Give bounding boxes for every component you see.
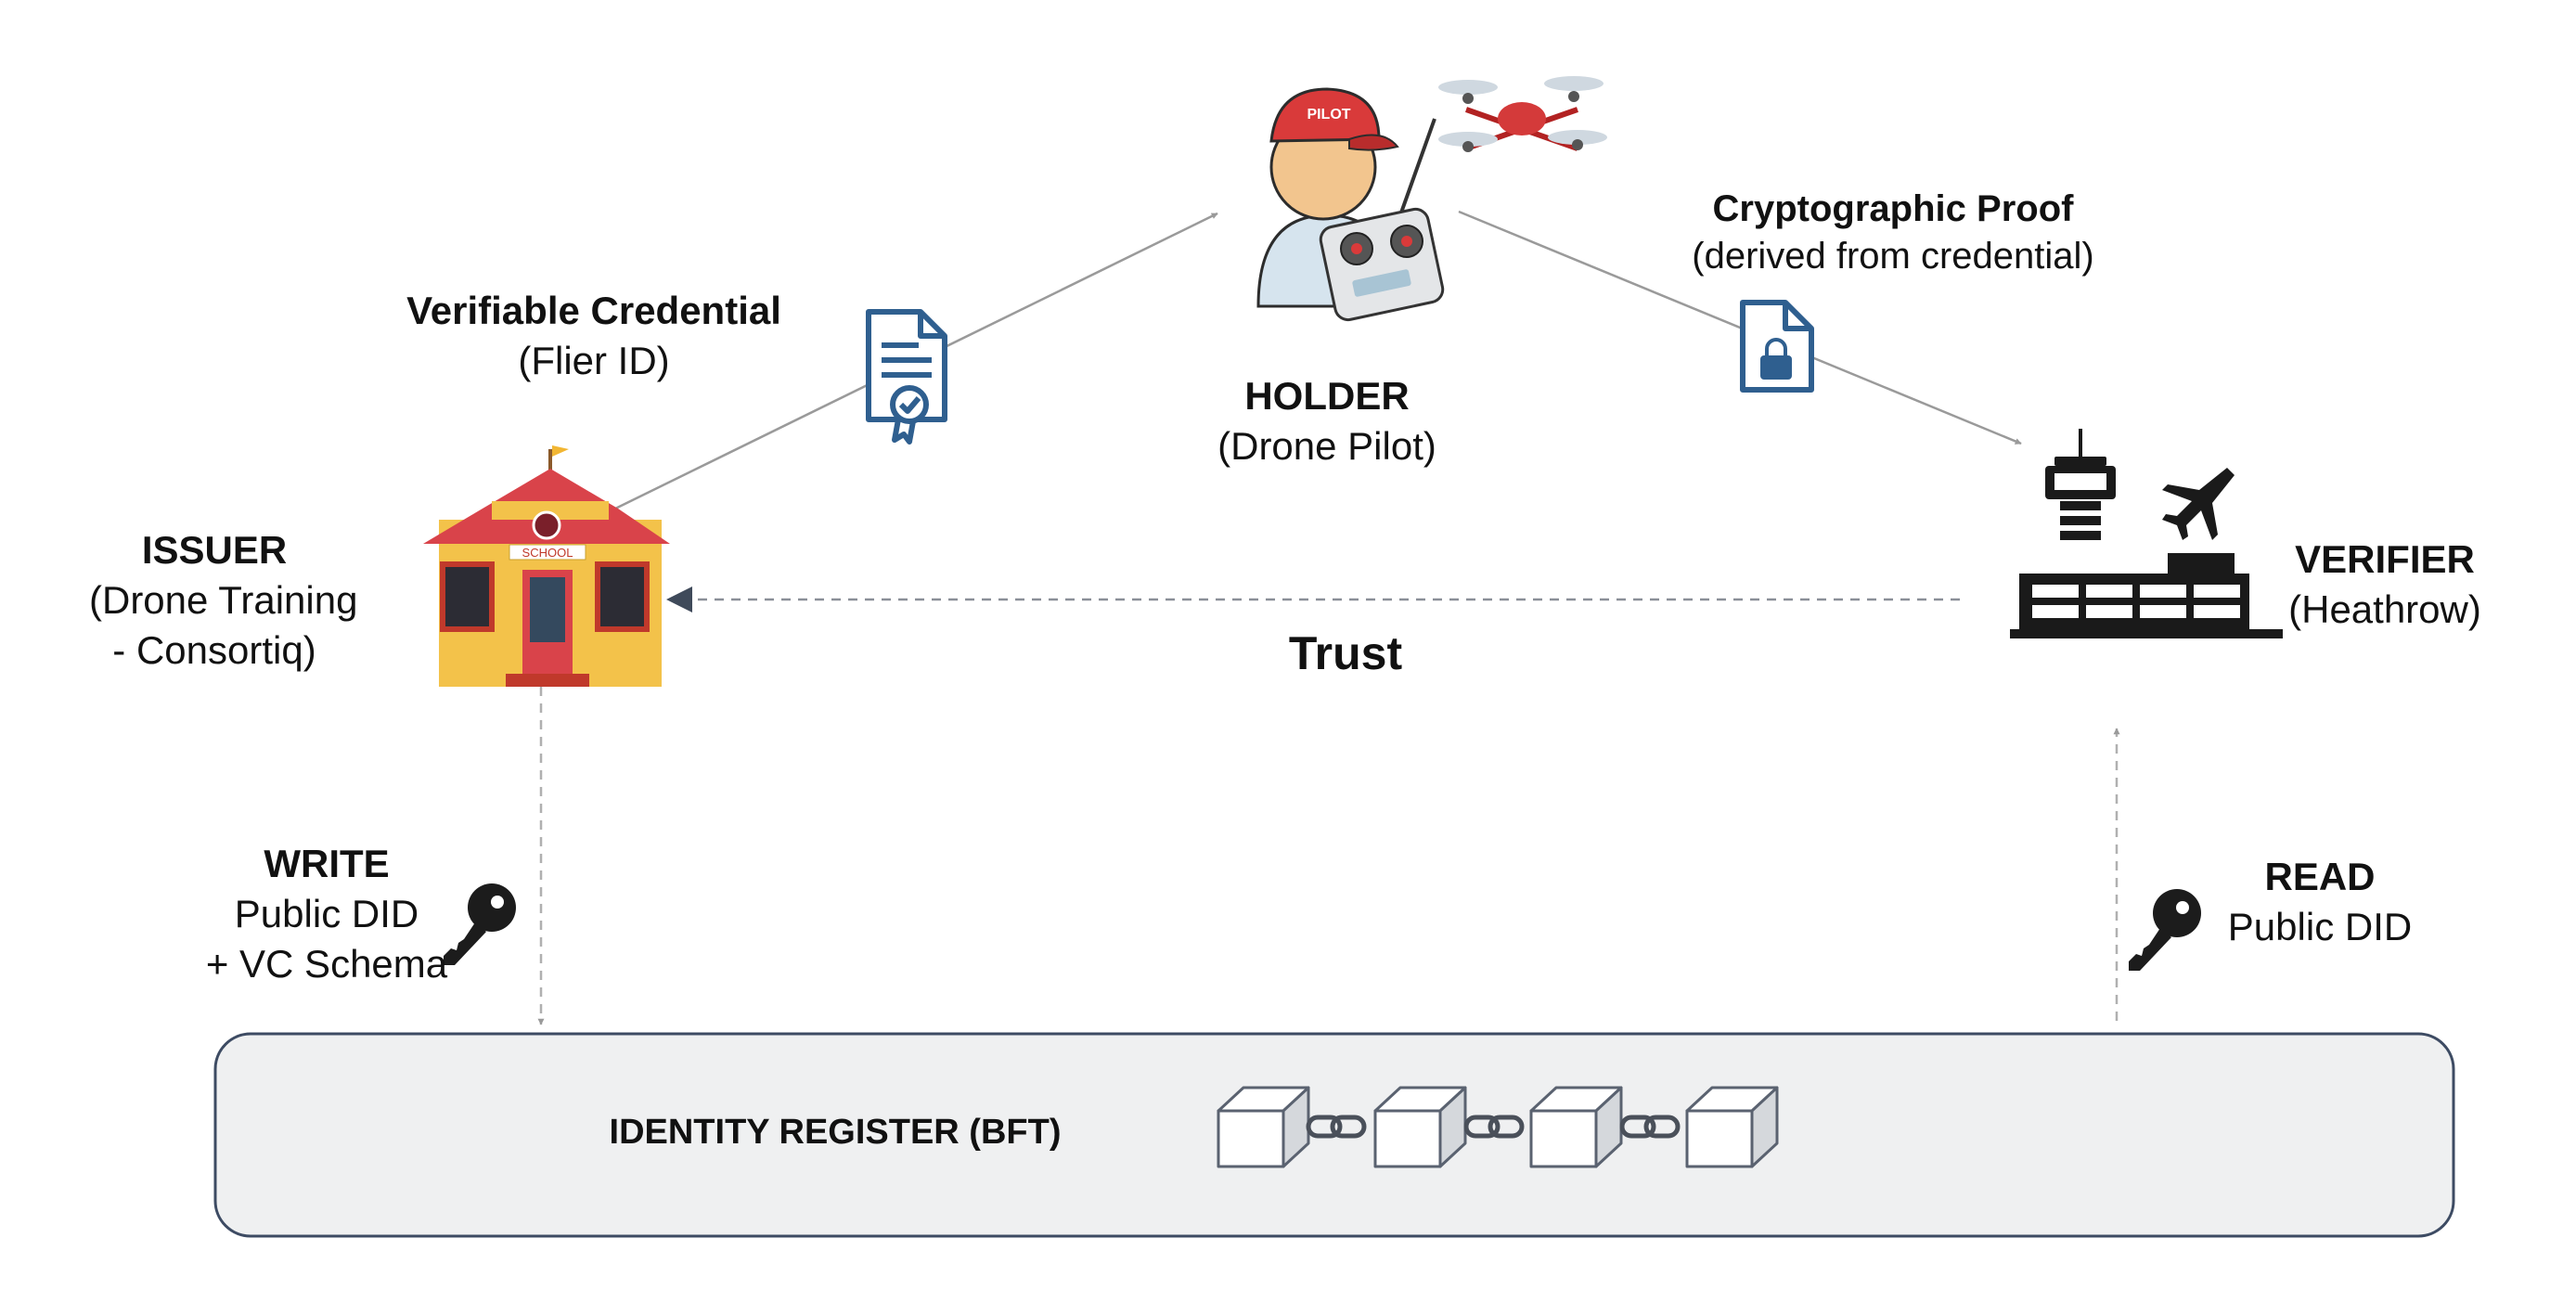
read-label: READ Public DID <box>2209 852 2431 952</box>
holder-name: (Drone Pilot) <box>1217 423 1436 468</box>
write-label: WRITE Public DID + VC Schema <box>186 839 468 988</box>
write-line2: + VC Schema <box>205 941 448 986</box>
read-title: READ <box>2264 855 2376 898</box>
write-title: WRITE <box>264 842 390 885</box>
credential-subtitle: (Flier ID) <box>518 338 670 382</box>
verifier-role: VERIFIER <box>2295 537 2475 581</box>
trust-arrowhead <box>666 587 692 612</box>
chain-link-1 <box>1306 1115 1367 1139</box>
chain-link-2 <box>1463 1115 1525 1139</box>
block-1 <box>1217 1086 1310 1168</box>
block-3 <box>1529 1086 1623 1168</box>
school-sign-text: SCHOOL <box>522 546 573 560</box>
write-key-icon <box>444 883 516 965</box>
chain-link-3 <box>1619 1115 1681 1139</box>
pilot-avatar-icon: PILOT <box>1256 87 1445 322</box>
issuer-role: ISSUER <box>141 528 288 572</box>
remote-controller-icon <box>1319 207 1445 322</box>
pilot-cap-text: PILOT <box>1307 107 1350 122</box>
trust-text: Trust <box>1288 627 1403 679</box>
proof-lock-document-icon <box>1740 300 1814 393</box>
trust-label: Trust <box>1206 624 1485 683</box>
airport-icon <box>2010 429 2283 638</box>
issuer-name-line1: (Drone Training <box>89 577 358 622</box>
issuer-name-line2: - Consortiq) <box>112 627 316 672</box>
issuer-label: ISSUER (Drone Training - Consortiq) <box>89 525 358 675</box>
block-4 <box>1685 1086 1779 1168</box>
school-house-icon: SCHOOL <box>423 445 670 687</box>
write-line1: Public DID <box>234 891 419 935</box>
holder-label: HOLDER (Drone Pilot) <box>1188 371 1466 471</box>
identity-register-title: IDENTITY REGISTER (BFT) <box>609 1113 1062 1152</box>
holder-role: HOLDER <box>1244 374 1410 418</box>
credential-document-icon <box>866 309 947 445</box>
block-2 <box>1373 1086 1467 1168</box>
airplane-icon <box>2162 468 2235 540</box>
identity-register-label: IDENTITY REGISTER (BFT) <box>575 1110 1095 1155</box>
drone-icon <box>1438 76 1607 152</box>
credential-title: Verifiable Credential <box>406 289 781 332</box>
proof-title: Cryptographic Proof <box>1712 188 2074 229</box>
proof-label: Cryptographic Proof (derived from creden… <box>1642 186 2144 280</box>
verifier-name: (Heathrow) <box>2288 587 2481 631</box>
blockchain-icon <box>1217 1086 1779 1168</box>
verifier-label: VERIFIER (Heathrow) <box>2264 535 2505 635</box>
read-line1: Public DID <box>2227 904 2413 948</box>
credential-label: Verifiable Credential (Flier ID) <box>353 286 835 386</box>
read-key-icon <box>2129 889 2201 971</box>
proof-subtitle: (derived from credential) <box>1692 236 2094 277</box>
